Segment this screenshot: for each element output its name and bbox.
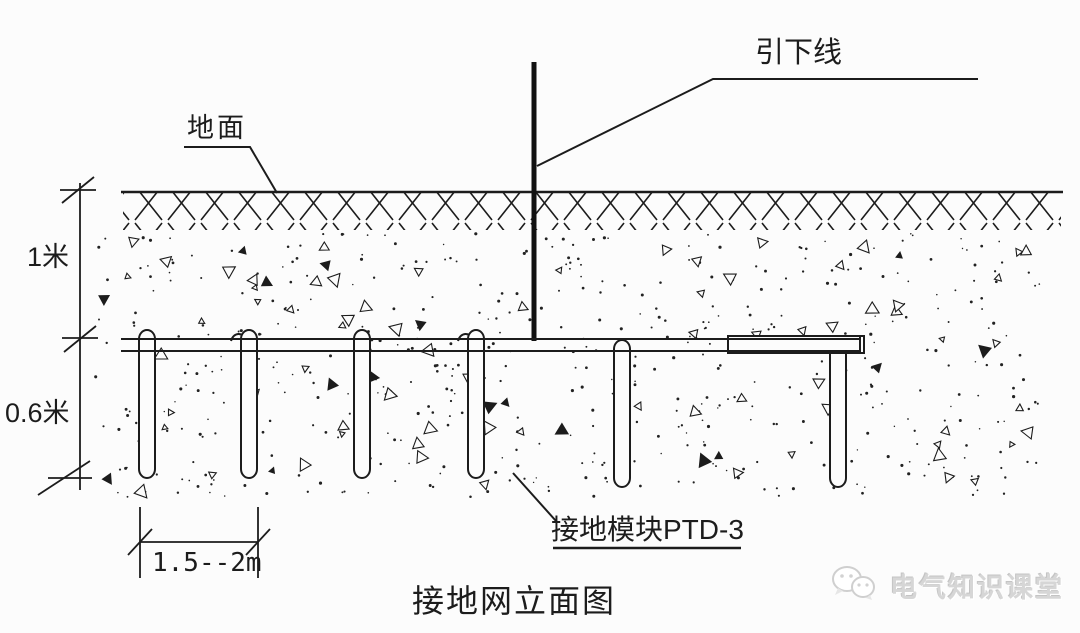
soil-stipple-texture <box>94 232 1041 499</box>
module-leader <box>512 472 741 550</box>
down-conductor-leader <box>536 78 978 167</box>
wechat-chat-bubbles-icon <box>830 563 882 608</box>
ground-module-label: 接地模块PTD-3 <box>551 514 744 545</box>
grounding-modules <box>138 329 847 488</box>
diagram-title: 接地网立面图 <box>412 583 617 619</box>
ground-hatching <box>123 193 1061 230</box>
ground-surface-leader <box>184 146 278 194</box>
down-conductor-label: 引下线 <box>755 37 843 69</box>
grounding-bar <box>121 335 865 354</box>
ground-surface-label: 地面 <box>187 113 247 143</box>
depth-0-6m-label: 0.6米 <box>5 398 70 428</box>
spacing-dimension <box>127 507 271 578</box>
watermark-text: 电气知识课堂 <box>890 573 1064 603</box>
watermark: 电气知识课堂 <box>830 563 1064 608</box>
depth-1m-label: 1米 <box>27 242 70 272</box>
module-spacing-label: 1.5--2m <box>152 548 262 578</box>
depth-dimension-line <box>37 176 98 496</box>
